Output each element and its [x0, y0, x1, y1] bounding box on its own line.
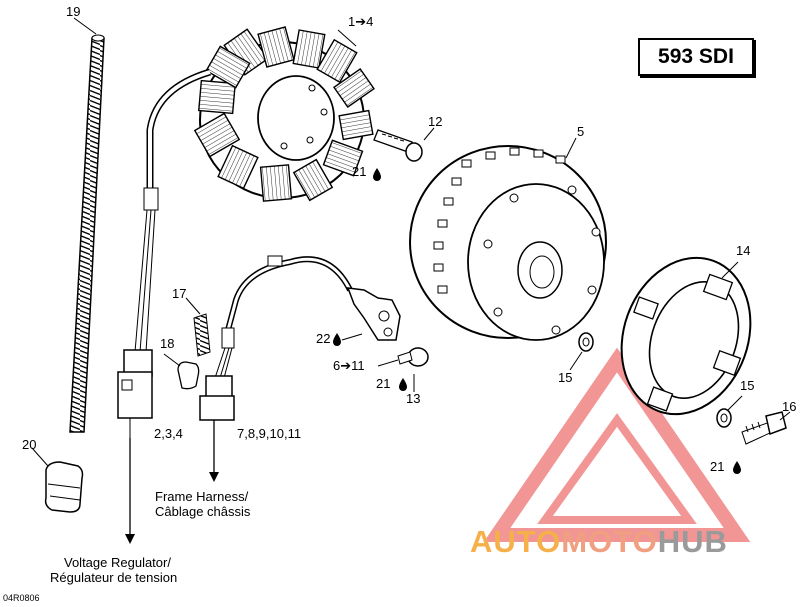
callout-13: 13 — [406, 391, 421, 406]
callout-12: 12 — [428, 114, 443, 129]
callout-5: 5 — [577, 124, 585, 139]
callout-2-3-4: 2,3,4 — [154, 426, 183, 441]
voltage-regulator-label-fr: Régulateur de tension — [50, 570, 178, 585]
stator-1-4 — [193, 26, 375, 202]
diagram-code: 04R0806 — [3, 593, 40, 603]
callout-15a: 15 — [558, 370, 573, 385]
callout-6-11: 6➔11 — [333, 358, 365, 373]
clamp-20 — [31, 447, 84, 513]
callout-19: 19 — [66, 4, 81, 19]
frame-harness-label-fr: Câblage châssis — [155, 504, 251, 519]
arrow-down-icon — [125, 438, 135, 544]
model-title: 593 SDI — [638, 38, 754, 76]
ring-gear-14 — [620, 256, 752, 416]
callout-16: 16 — [782, 399, 797, 414]
callout-21a: 21 — [352, 164, 367, 179]
grommet-18 — [163, 353, 200, 390]
watermark-text: AUTOMOTOHUB — [470, 524, 728, 559]
trigger-harness — [199, 255, 401, 421]
callout-14: 14 — [736, 243, 751, 258]
bolt-16 — [741, 411, 791, 445]
drop-icon — [373, 168, 381, 181]
stator-wire — [117, 68, 212, 438]
callout-18: 18 — [160, 336, 175, 351]
callout-1-4: 1➔4 — [348, 14, 374, 29]
spring-17 — [185, 297, 211, 357]
conduit-tube-19 — [69, 17, 105, 433]
callout-20: 20 — [22, 437, 37, 452]
washer-15a — [569, 332, 594, 371]
washer-15b — [716, 395, 743, 428]
callout-21b: 21 — [376, 376, 391, 391]
voltage-regulator-label-en: Voltage Regulator/ — [64, 555, 171, 570]
frame-harness-label-en: Frame Harness/ — [155, 489, 249, 504]
drop-icon — [399, 378, 407, 391]
callout-17: 17 — [172, 286, 187, 301]
callout-7-11: 7,8,9,10,11 — [237, 426, 302, 441]
bolt-12 — [373, 127, 435, 162]
callout-15b: 15 — [740, 378, 755, 393]
drop-icon — [733, 461, 741, 474]
flywheel-5 — [409, 137, 607, 341]
watermark-triangle — [483, 347, 751, 542]
drop-icon — [333, 333, 341, 346]
callout-22: 22 — [316, 331, 331, 346]
screw-13 — [397, 347, 429, 392]
callout-21c: 21 — [710, 459, 725, 474]
arrow-down-icon — [209, 420, 219, 482]
